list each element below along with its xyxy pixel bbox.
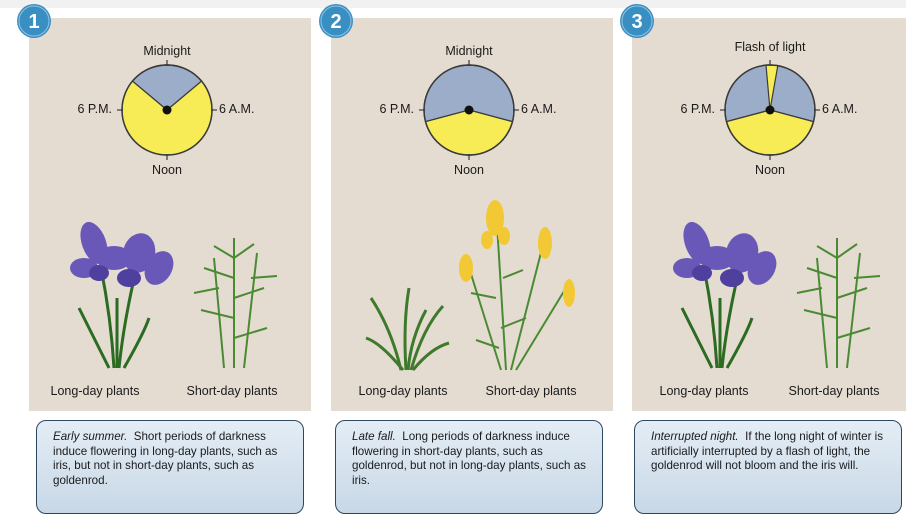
label-6am: 6 A.M. [219,102,254,116]
top-strip [0,0,906,8]
label-6pm: 6 P.M. [379,102,414,116]
caption-lead: Early summer. [53,430,127,443]
caption-lead: Late fall. [352,430,396,443]
step-3-badge: 3 [619,3,655,39]
label-long-day: Long-day plants [359,384,448,398]
step-1-badge: 1 [16,3,52,39]
label-6pm: 6 P.M. [77,102,112,116]
iris-leaves [366,288,449,370]
label-6am: 6 A.M. [521,102,556,116]
label-top: Midnight [143,44,190,58]
panel-early-summer: Midnight 6 P.M. 6 A.M. Noon Long-day pla… [29,18,311,411]
label-top: Flash of light [735,40,806,54]
plants-illustration [29,198,311,378]
label-noon: Noon [152,163,182,177]
svg-text:2: 2 [330,11,341,33]
label-short-day: Short-day plants [485,384,576,398]
caption-late-fall: Late fall. Long periods of darkness indu… [335,420,603,514]
panel-late-fall: Midnight 6 P.M. 6 A.M. Noon Long-day pla… [331,18,613,411]
label-top: Midnight [445,44,492,58]
panel-interrupted-night: Flash of light 6 P.M. 6 A.M. Noon Long-d… [632,18,906,411]
svg-text:1: 1 [28,11,39,33]
caption-early-summer: Early summer. Short periods of darkness … [36,420,304,514]
label-noon: Noon [755,163,785,177]
step-2-badge: 2 [318,3,354,39]
iris-blooms [673,218,782,290]
svg-text:3: 3 [631,11,642,33]
caption-interrupted-night: Interrupted night. If the long night of … [634,420,902,514]
caption-lead: Interrupted night. [651,430,739,443]
goldenrod-stems [466,208,569,370]
plants-illustration [331,198,613,378]
label-short-day: Short-day plants [186,384,277,398]
goldenrod-leafy [797,238,880,368]
plants-illustration [632,198,906,378]
label-6am: 6 A.M. [822,102,857,116]
iris-blooms [70,218,179,290]
label-long-day: Long-day plants [660,384,749,398]
label-noon: Noon [454,163,484,177]
label-6pm: 6 P.M. [680,102,715,116]
label-long-day: Long-day plants [51,384,140,398]
label-short-day: Short-day plants [788,384,879,398]
goldenrod-leafy [194,238,277,368]
